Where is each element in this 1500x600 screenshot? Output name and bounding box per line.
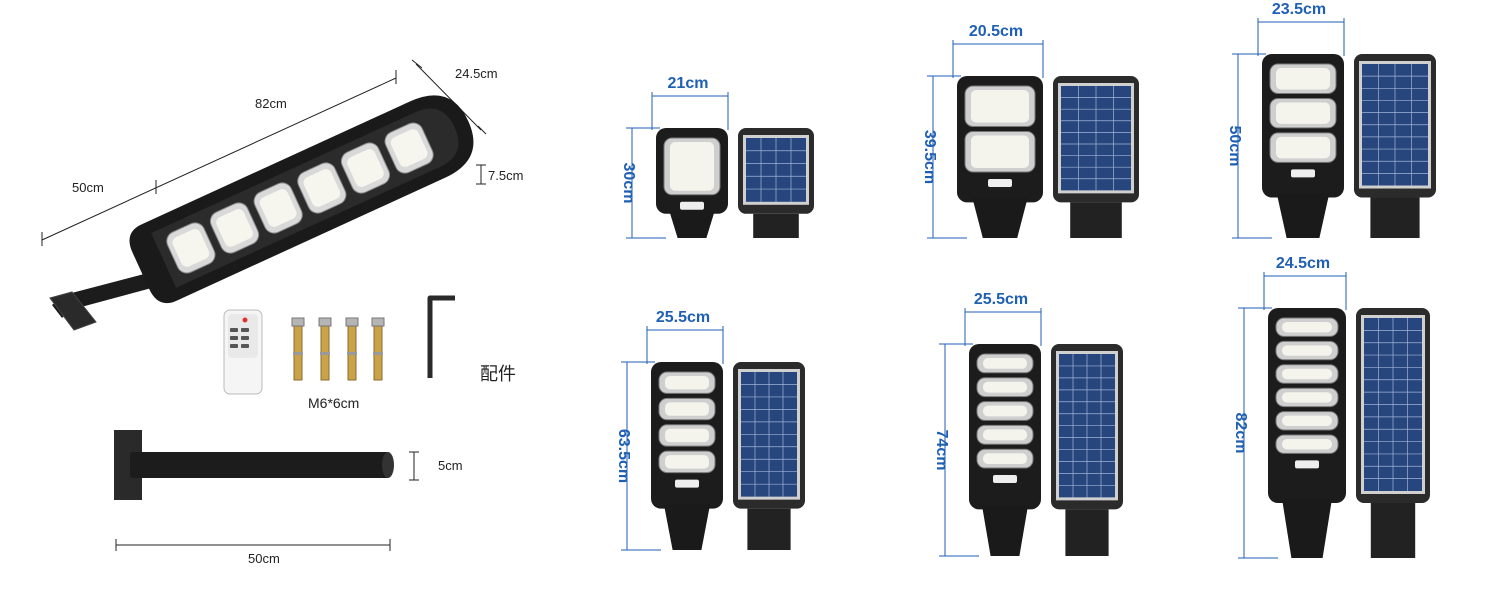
length-dimension-line <box>41 77 397 241</box>
lamp-front <box>957 76 1043 238</box>
accessories-label: 配件 <box>480 364 516 385</box>
model-width-label: 25.5cm <box>656 309 710 326</box>
sensor <box>680 201 704 210</box>
bracket-illustration: 5cm 50cm <box>114 430 463 566</box>
solar-panel <box>738 128 814 238</box>
model-grid: 21cm 30cm 20.5cm 39.5cm 23.5cm 50cm 25.5cm 63.5… <box>615 1 1436 559</box>
bolt <box>345 317 359 381</box>
solar-panel <box>1356 308 1430 558</box>
sensor <box>988 178 1012 187</box>
main-length-label: 82cm <box>255 96 287 111</box>
mounting-plate <box>49 291 97 331</box>
main-width-label: 24.5cm <box>455 66 498 81</box>
width-dimension-line <box>415 63 482 131</box>
model-height-label: 39.5cm <box>921 130 938 184</box>
main-product-illustration: 82cm 50cm 24.5cm 7.5cm <box>41 59 523 331</box>
main-arm-length-label: 50cm <box>72 180 104 195</box>
lamp-front <box>969 344 1041 556</box>
model-card: 23.5cm 50cm <box>1226 1 1436 239</box>
main-height-label: 7.5cm <box>488 168 523 183</box>
allen-key <box>427 295 455 378</box>
main-led-modules <box>166 122 434 274</box>
model-width-label: 24.5cm <box>1276 255 1330 272</box>
model-height-label: 30cm <box>620 163 637 204</box>
model-height-label: 82cm <box>1232 413 1249 454</box>
sensor <box>1291 169 1315 178</box>
model-width-label: 25.5cm <box>974 291 1028 308</box>
model-height-label: 50cm <box>1226 126 1243 167</box>
model-width-label: 23.5cm <box>1272 1 1326 18</box>
sensor <box>1295 460 1319 469</box>
bolt <box>371 317 385 381</box>
remote-control <box>223 309 263 395</box>
lamp-front <box>1262 54 1344 238</box>
model-height-label: 63.5cm <box>615 429 632 483</box>
lamp-front <box>651 362 723 550</box>
model-height-label: 74cm <box>933 430 950 471</box>
solar-panel <box>1053 76 1139 238</box>
lamp-front <box>1268 308 1346 558</box>
bolt-size-label: M6*6cm <box>308 395 359 411</box>
solar-panel <box>1051 344 1123 556</box>
model-card: 21cm 30cm <box>620 75 814 239</box>
lamp-front <box>656 128 728 238</box>
bracket-tube <box>130 452 390 478</box>
model-card: 25.5cm 74cm <box>933 291 1123 557</box>
bracket-diameter-label: 5cm <box>438 458 463 473</box>
solar-panel <box>733 362 805 550</box>
model-card: 24.5cm 82cm <box>1232 255 1430 559</box>
model-card: 25.5cm 63.5cm <box>615 309 805 551</box>
solar-panel <box>1354 54 1436 238</box>
bolt <box>318 317 332 381</box>
expansion-bolts <box>291 317 385 381</box>
accessories-group: M6*6cm 配件 <box>223 295 516 411</box>
bracket-length-label: 50cm <box>248 551 280 566</box>
model-width-label: 21cm <box>668 75 709 92</box>
bolt <box>291 317 305 381</box>
sensor <box>993 475 1017 484</box>
sensor <box>675 479 699 488</box>
model-card: 20.5cm 39.5cm <box>921 23 1139 239</box>
model-width-label: 20.5cm <box>969 23 1023 40</box>
